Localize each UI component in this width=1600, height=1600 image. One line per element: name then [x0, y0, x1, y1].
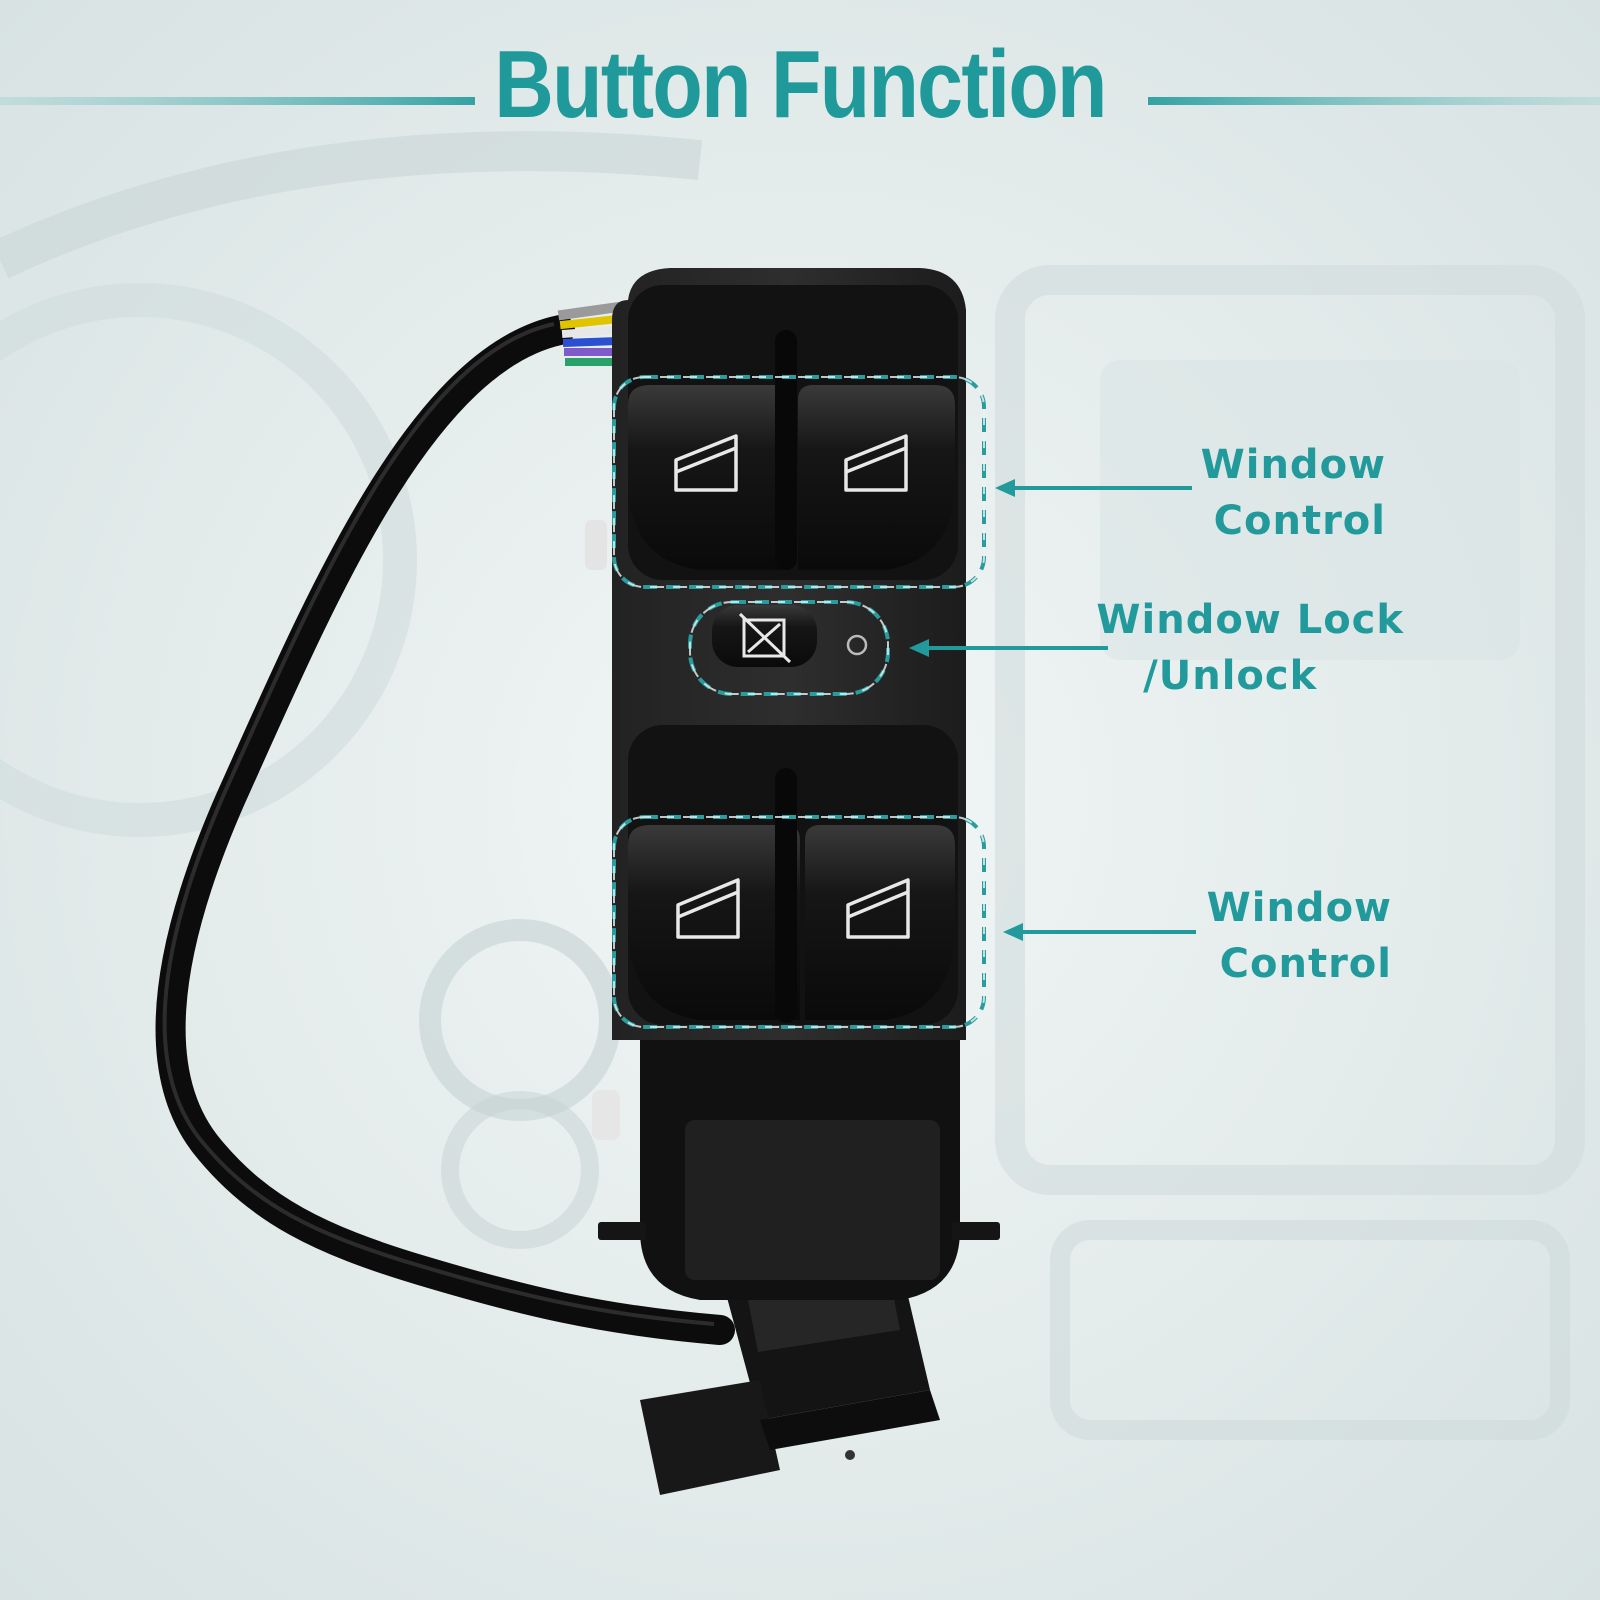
label-line: Control	[1219, 941, 1392, 987]
lock-indicator-led	[846, 634, 868, 656]
window-icon	[844, 434, 908, 492]
connector-plug	[640, 1262, 940, 1495]
heading-rule-left	[0, 97, 475, 105]
wire-harness	[155, 301, 735, 1345]
upper-window-rockers	[628, 330, 955, 570]
label-line: Window	[1206, 885, 1392, 931]
window-icon	[846, 878, 910, 939]
label-line: Control	[1213, 498, 1386, 544]
label-line: /Unlock	[1143, 653, 1318, 699]
window-lock-icon	[738, 612, 792, 664]
label-upper-window-control: Window Control	[1201, 437, 1386, 549]
label-window-lock-unlock: Window Lock /Unlock	[1096, 592, 1404, 704]
arrow-head	[909, 639, 929, 657]
label-lower-window-control: Window Control	[1207, 880, 1392, 992]
arrow-head	[1003, 923, 1023, 941]
window-icon	[676, 878, 740, 939]
page-title: Button Function	[494, 31, 1107, 138]
label-line: Window	[1200, 442, 1386, 488]
lower-window-rockers	[628, 768, 955, 1023]
window-lock-switch	[712, 605, 868, 667]
label-line: Window Lock	[1096, 597, 1404, 643]
window-icon	[674, 434, 738, 492]
arrow-head	[995, 479, 1015, 497]
heading-rule-right	[1148, 97, 1600, 105]
